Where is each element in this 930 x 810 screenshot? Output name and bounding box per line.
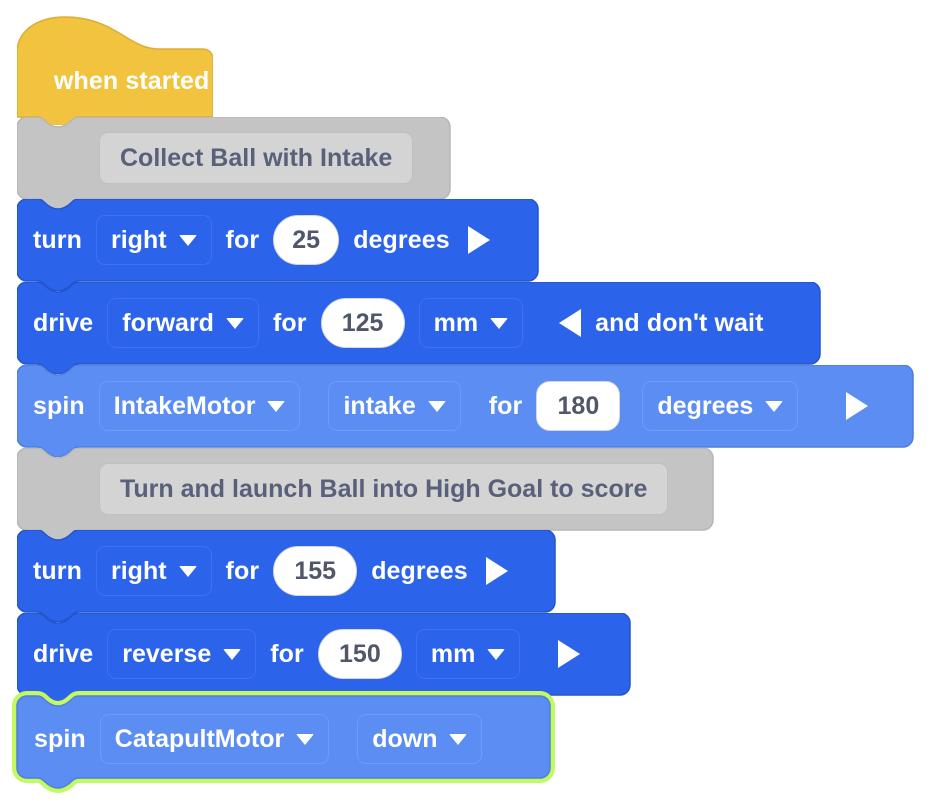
turn-1-direction-value: right — [111, 225, 167, 254]
turn-2-direction-dropdown[interactable]: right — [96, 546, 212, 596]
comment-2-text: Turn and launch Ball into High Goal to s… — [120, 474, 648, 503]
turn-1-word-for: for — [225, 225, 260, 254]
spin-1-amount-input[interactable]: 180 — [536, 381, 621, 431]
play-right-icon[interactable] — [485, 557, 508, 585]
drive-2-direction-dropdown[interactable]: reverse — [107, 629, 257, 679]
block-drive-2[interactable]: drive reverse for 150 mm — [17, 613, 631, 705]
drive-2-word-drive: drive — [33, 639, 94, 668]
spin-2-motor-value: CatapultMotor — [114, 724, 285, 753]
chevron-down-icon — [267, 400, 286, 412]
drive-2-amount-input[interactable]: 150 — [317, 629, 402, 679]
spin-1-amount-value: 180 — [557, 391, 600, 420]
comment-2-field[interactable]: Turn and launch Ball into High Goal to s… — [99, 463, 669, 515]
block-comment-2[interactable]: Turn and launch Ball into High Goal to s… — [17, 448, 714, 540]
turn-2-word-for: for — [225, 556, 260, 585]
block-drive-1[interactable]: drive forward for 125 mm and don't wait — [17, 282, 821, 374]
block-when-started[interactable]: when started — [17, 15, 213, 125]
drive-1-units-value: mm — [433, 308, 479, 337]
drive-1-units-dropdown[interactable]: mm — [418, 298, 524, 348]
spin-1-direction-value: intake — [343, 391, 416, 420]
turn-1-amount-input[interactable]: 25 — [273, 215, 340, 265]
play-right-icon[interactable] — [467, 226, 490, 254]
chevron-down-icon — [449, 733, 468, 745]
spin-2-direction-dropdown[interactable]: down — [357, 714, 483, 764]
chevron-down-icon — [487, 648, 506, 660]
spin-1-units-value: degrees — [657, 391, 754, 420]
spin-1-motor-dropdown[interactable]: IntakeMotor — [98, 381, 301, 431]
play-left-icon[interactable] — [559, 309, 582, 337]
chevron-down-icon — [296, 733, 315, 745]
turn-2-amount-input[interactable]: 155 — [273, 546, 358, 596]
block-comment-1[interactable]: Collect Ball with Intake — [17, 117, 451, 209]
chevron-down-icon — [490, 317, 509, 329]
drive-1-word-for: for — [272, 308, 307, 337]
drive-2-units-value: mm — [430, 639, 476, 668]
chevron-down-icon — [178, 234, 197, 246]
turn-2-direction-value: right — [111, 556, 167, 585]
spin-1-units-dropdown[interactable]: degrees — [642, 381, 799, 431]
drive-1-word-drive: drive — [33, 308, 94, 337]
block-spin-2[interactable]: spin CatapultMotor down — [12, 691, 555, 793]
chevron-down-icon — [427, 400, 446, 412]
spin-2-direction-value: down — [372, 724, 438, 753]
turn-2-units-label: degrees — [371, 556, 468, 585]
drive-1-amount-value: 125 — [341, 308, 384, 337]
drive-1-direction-dropdown[interactable]: forward — [107, 298, 259, 348]
spin-2-word-spin: spin — [34, 724, 86, 753]
block-turn-2[interactable]: turn right for 155 degrees — [17, 530, 556, 622]
drive-1-direction-value: forward — [122, 308, 214, 337]
turn-1-amount-value: 25 — [292, 225, 321, 254]
chevron-down-icon — [178, 565, 197, 577]
comment-1-text: Collect Ball with Intake — [120, 143, 393, 172]
chevron-down-icon — [765, 400, 784, 412]
play-right-icon[interactable] — [558, 640, 581, 668]
drive-2-amount-value: 150 — [339, 639, 381, 668]
when-started-label: when started — [54, 67, 210, 95]
block-turn-1[interactable]: turn right for 25 degrees — [17, 199, 539, 291]
drive-2-word-for: for — [270, 639, 304, 668]
play-right-icon[interactable] — [846, 392, 869, 420]
turn-1-units-label: degrees — [353, 225, 450, 254]
comment-1-field[interactable]: Collect Ball with Intake — [99, 132, 414, 184]
turn-2-amount-value: 155 — [294, 556, 337, 585]
drive-1-wait-label: and don't wait — [595, 308, 764, 337]
spin-1-motor-value: IntakeMotor — [113, 391, 256, 420]
turn-1-word-turn: turn — [33, 225, 82, 254]
chevron-down-icon — [223, 648, 242, 660]
spin-1-word-for: for — [488, 391, 523, 420]
block-spin-1[interactable]: spin IntakeMotor intake for 180 degrees — [17, 365, 914, 457]
turn-2-word-turn: turn — [33, 556, 82, 585]
spin-1-direction-dropdown[interactable]: intake — [328, 381, 461, 431]
drive-2-units-dropdown[interactable]: mm — [415, 629, 521, 679]
drive-1-amount-input[interactable]: 125 — [320, 298, 405, 348]
chevron-down-icon — [225, 317, 244, 329]
drive-2-direction-value: reverse — [122, 639, 212, 668]
spin-2-motor-dropdown[interactable]: CatapultMotor — [99, 714, 330, 764]
spin-1-word-spin: spin — [33, 391, 85, 420]
turn-1-direction-dropdown[interactable]: right — [96, 215, 212, 265]
